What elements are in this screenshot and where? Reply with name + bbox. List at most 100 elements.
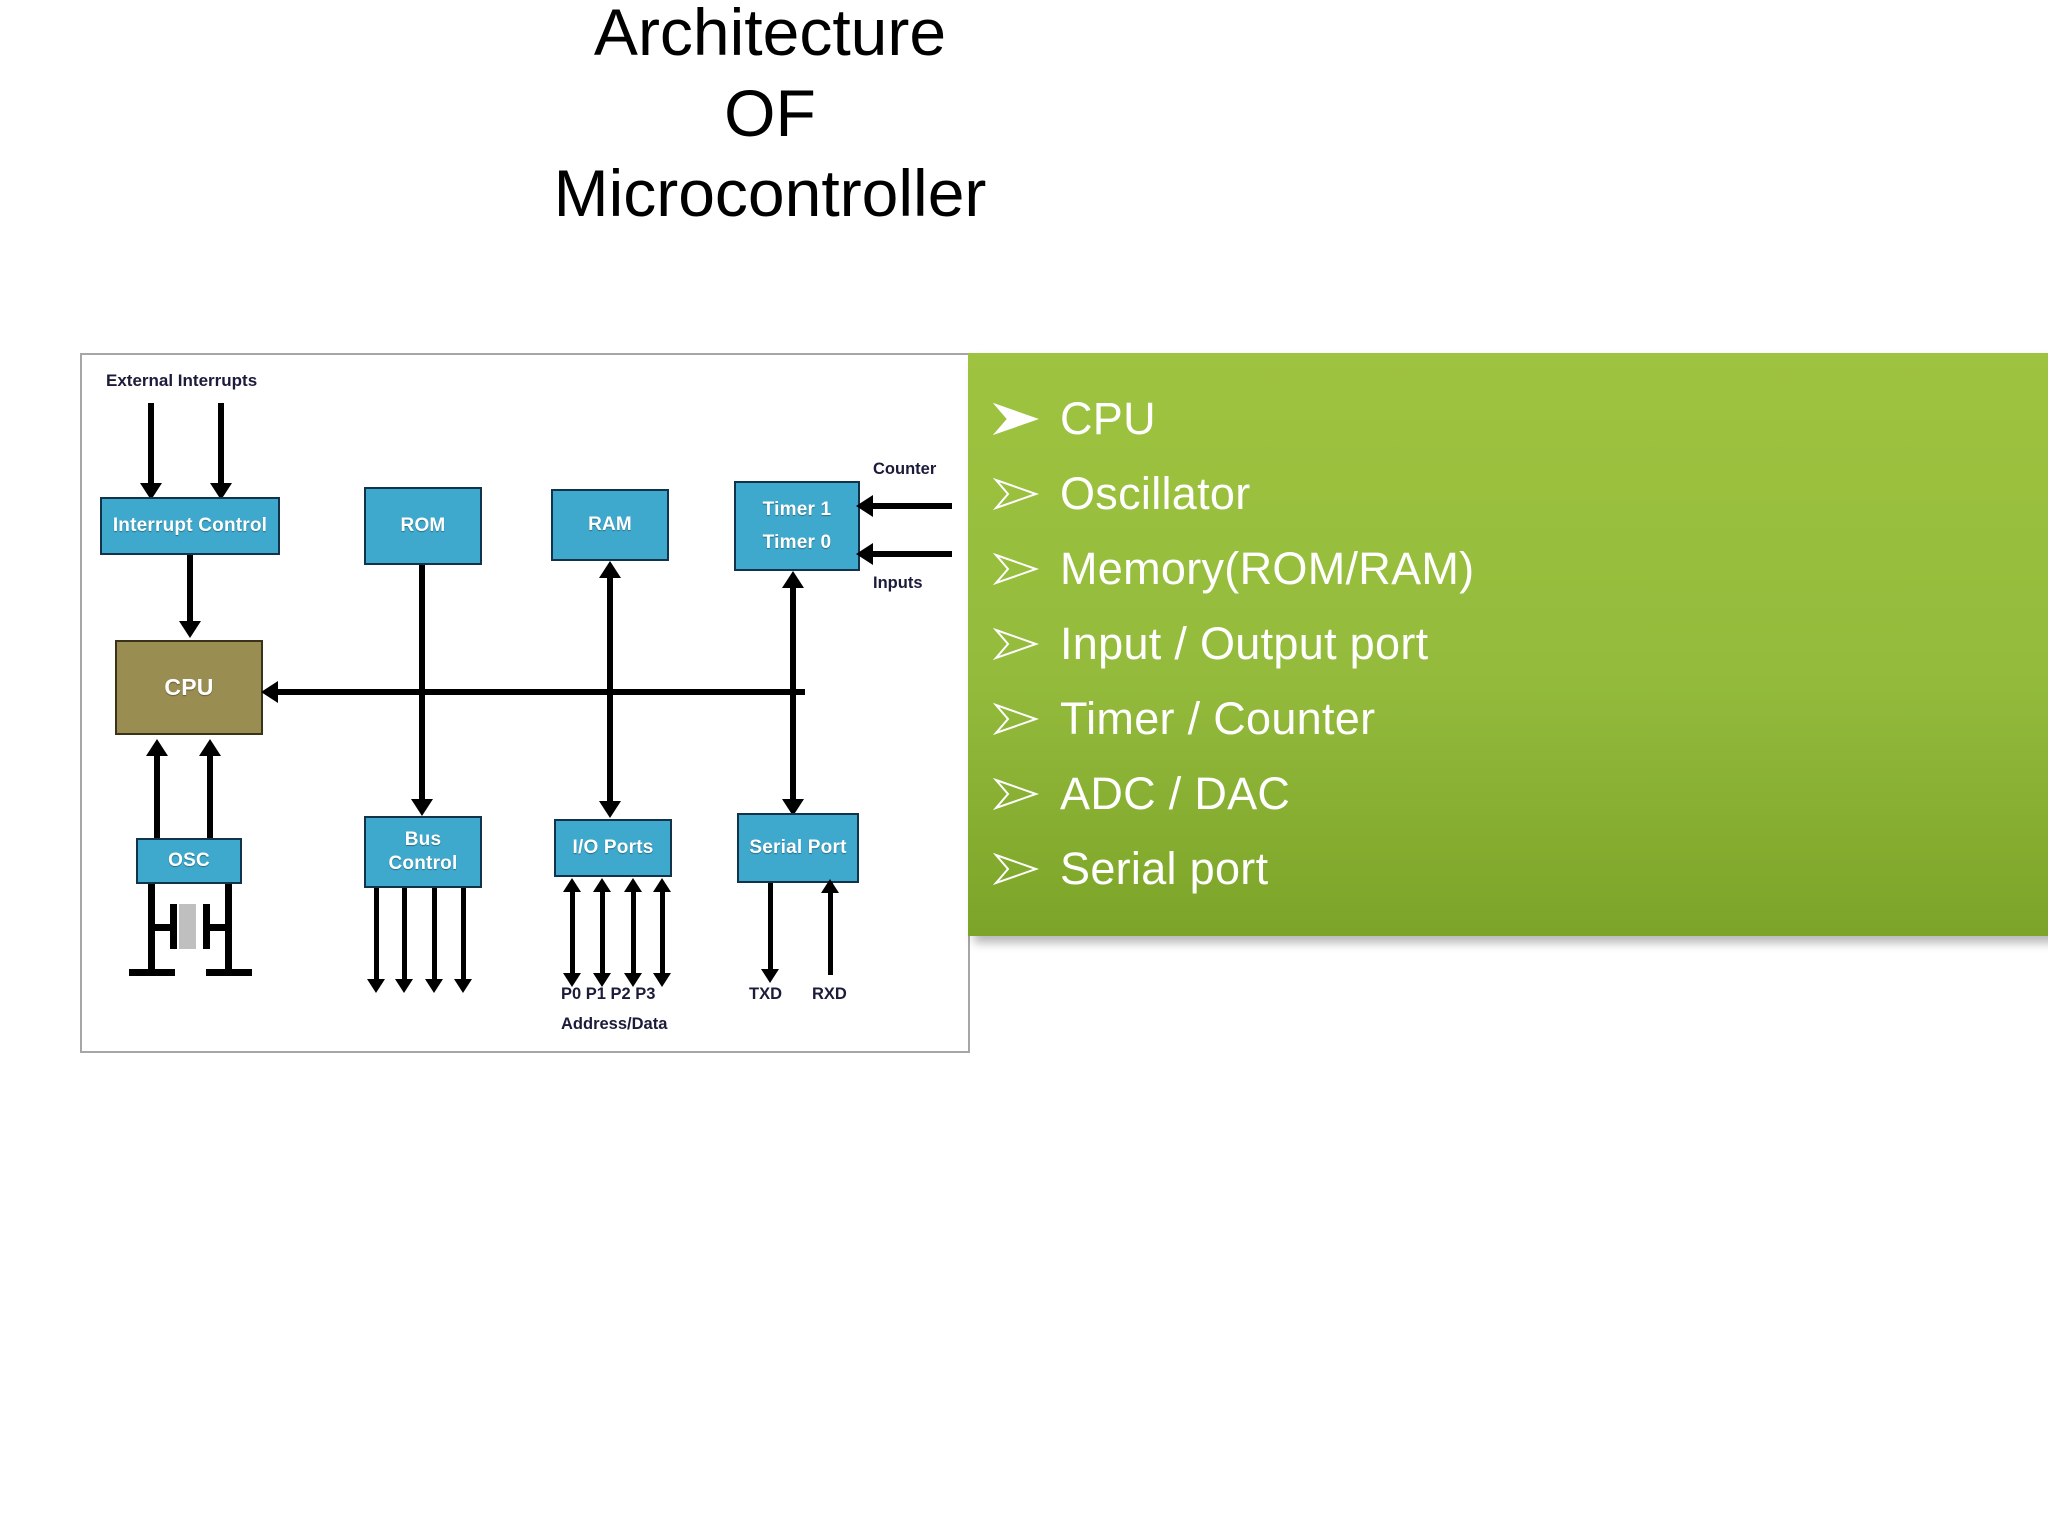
- block-timer1-label: Timer 1: [762, 498, 832, 520]
- io-port-line-3: [631, 890, 636, 977]
- component-item-timer-counter[interactable]: Timer / Counter: [992, 681, 2048, 756]
- crystal-right-plate: [203, 904, 210, 949]
- block-bus-control-label-line1: Bus: [404, 829, 442, 851]
- block-timer0-label: Timer 0: [762, 531, 832, 553]
- component-item-cpu[interactable]: CPU: [992, 381, 2048, 456]
- intctl-to-cpu-arrowhead: [179, 621, 201, 638]
- block-cpu[interactable]: CPU: [115, 640, 263, 735]
- component-item-memory[interactable]: Memory(ROM/RAM): [992, 531, 2048, 606]
- io-port-arrowhead-up-3: [624, 878, 642, 892]
- component-label: ADC / DAC: [1060, 767, 1291, 819]
- block-ram[interactable]: RAM: [551, 489, 669, 561]
- block-serial-port-label: Serial Port: [749, 837, 847, 859]
- slide-title: Architecture OF Microcontroller: [0, 0, 1540, 234]
- buscontrol-out-line-2: [402, 888, 407, 986]
- label-address-data: Address/Data: [561, 1015, 668, 1033]
- arrow-bullet-icon: [992, 626, 1046, 662]
- osc-to-cpu-arrowhead-2: [199, 739, 221, 756]
- buscontrol-out-arrowhead-4: [454, 979, 472, 993]
- block-io-ports[interactable]: I/O Ports: [554, 819, 672, 877]
- crystal-body: [179, 904, 196, 949]
- counter-input-line: [872, 503, 952, 509]
- components-panel: CPU Oscillator Memory(ROM/RAM) Input / O…: [968, 353, 2048, 936]
- architecture-diagram: External Interrupts Interrupt Control CP…: [80, 353, 970, 1053]
- buscontrol-out-line-1: [374, 888, 379, 986]
- label-counter: Counter: [873, 460, 937, 478]
- timer-serial-line: [790, 587, 796, 805]
- component-label: Timer / Counter: [1060, 692, 1376, 744]
- rxd-line: [828, 883, 833, 975]
- label-txd: TXD: [749, 985, 782, 1003]
- label-ports: P0 P1 P2 P3: [561, 985, 656, 1003]
- rom-bus-line: [419, 565, 425, 805]
- osc-to-cpu-line-1: [154, 753, 160, 839]
- block-cpu-label: CPU: [164, 674, 214, 701]
- buscontrol-out-arrowhead-3: [425, 979, 443, 993]
- io-port-arrowhead-down-4: [653, 973, 671, 987]
- intctl-to-cpu-line: [187, 555, 193, 628]
- arrow-bullet-icon: [992, 701, 1046, 737]
- crystal-left-plate: [170, 904, 177, 949]
- arrow-bullet-icon: [992, 551, 1046, 587]
- osc-to-cpu-line-2: [207, 753, 213, 839]
- interrupt-arrowhead-2: [210, 483, 232, 500]
- block-timers[interactable]: Timer 1 Timer 0: [734, 481, 860, 571]
- buscontrol-out-line-3: [432, 888, 437, 986]
- crystal-left-ground: [129, 969, 175, 976]
- label-rxd: RXD: [812, 985, 847, 1003]
- title-line-2: OF: [724, 75, 816, 150]
- title-line-3: Microcontroller: [553, 156, 987, 231]
- title-line-1: Architecture: [593, 0, 947, 69]
- crystal-left-plate-lead: [148, 924, 172, 931]
- io-port-arrowhead-up-1: [563, 878, 581, 892]
- block-bus-control[interactable]: Bus Control: [364, 816, 482, 888]
- osc-to-cpu-arrowhead-1: [146, 739, 168, 756]
- timer-serial-arrowhead-up: [782, 571, 804, 588]
- block-serial-port[interactable]: Serial Port: [737, 813, 859, 883]
- block-interrupt-control-label: Interrupt Control: [112, 515, 268, 537]
- timer-serial-arrowhead-down: [782, 799, 804, 816]
- io-port-arrowhead-down-2: [593, 973, 611, 987]
- interrupt-line-1: [148, 403, 154, 491]
- arrow-bullet-icon: [992, 851, 1046, 887]
- system-bus-arrowhead: [261, 681, 278, 703]
- txd-line: [768, 883, 773, 975]
- system-bus-line: [277, 689, 805, 695]
- ram-io-arrowhead-down: [599, 801, 621, 818]
- block-rom[interactable]: ROM: [364, 487, 482, 565]
- inputs-arrowhead: [856, 543, 873, 565]
- interrupt-arrowhead-1: [140, 483, 162, 500]
- rom-bus-arrowhead: [411, 799, 433, 816]
- interrupt-line-2: [218, 403, 224, 491]
- block-rom-label: ROM: [400, 515, 446, 537]
- block-osc[interactable]: OSC: [136, 838, 242, 884]
- arrow-bullet-icon: [992, 401, 1046, 437]
- counter-input-arrowhead: [856, 495, 873, 517]
- component-label: Serial port: [1060, 842, 1269, 894]
- ram-io-arrowhead-up: [599, 561, 621, 578]
- io-port-arrowhead-down-1: [563, 973, 581, 987]
- component-item-serial-port[interactable]: Serial port: [992, 831, 2048, 906]
- io-port-line-2: [600, 890, 605, 977]
- crystal-right-ground: [206, 969, 252, 976]
- component-item-io-port[interactable]: Input / Output port: [992, 606, 2048, 681]
- component-label: Oscillator: [1060, 467, 1251, 519]
- block-osc-label: OSC: [168, 850, 210, 872]
- buscontrol-out-arrowhead-2: [395, 979, 413, 993]
- io-port-arrowhead-up-2: [593, 878, 611, 892]
- io-port-line-1: [570, 890, 575, 977]
- label-inputs: Inputs: [873, 574, 923, 592]
- buscontrol-out-line-4: [461, 888, 466, 986]
- component-item-oscillator[interactable]: Oscillator: [992, 456, 2048, 531]
- crystal-right-plate-lead: [208, 924, 232, 931]
- io-port-arrowhead-up-4: [653, 878, 671, 892]
- buscontrol-out-arrowhead-1: [367, 979, 385, 993]
- component-label: Input / Output port: [1060, 617, 1429, 669]
- ram-io-line: [607, 577, 613, 807]
- block-interrupt-control[interactable]: Interrupt Control: [100, 497, 280, 555]
- label-external-interrupts: External Interrupts: [106, 371, 258, 390]
- component-item-adc-dac[interactable]: ADC / DAC: [992, 756, 2048, 831]
- components-list: CPU Oscillator Memory(ROM/RAM) Input / O…: [992, 381, 2048, 906]
- block-ram-label: RAM: [588, 514, 632, 536]
